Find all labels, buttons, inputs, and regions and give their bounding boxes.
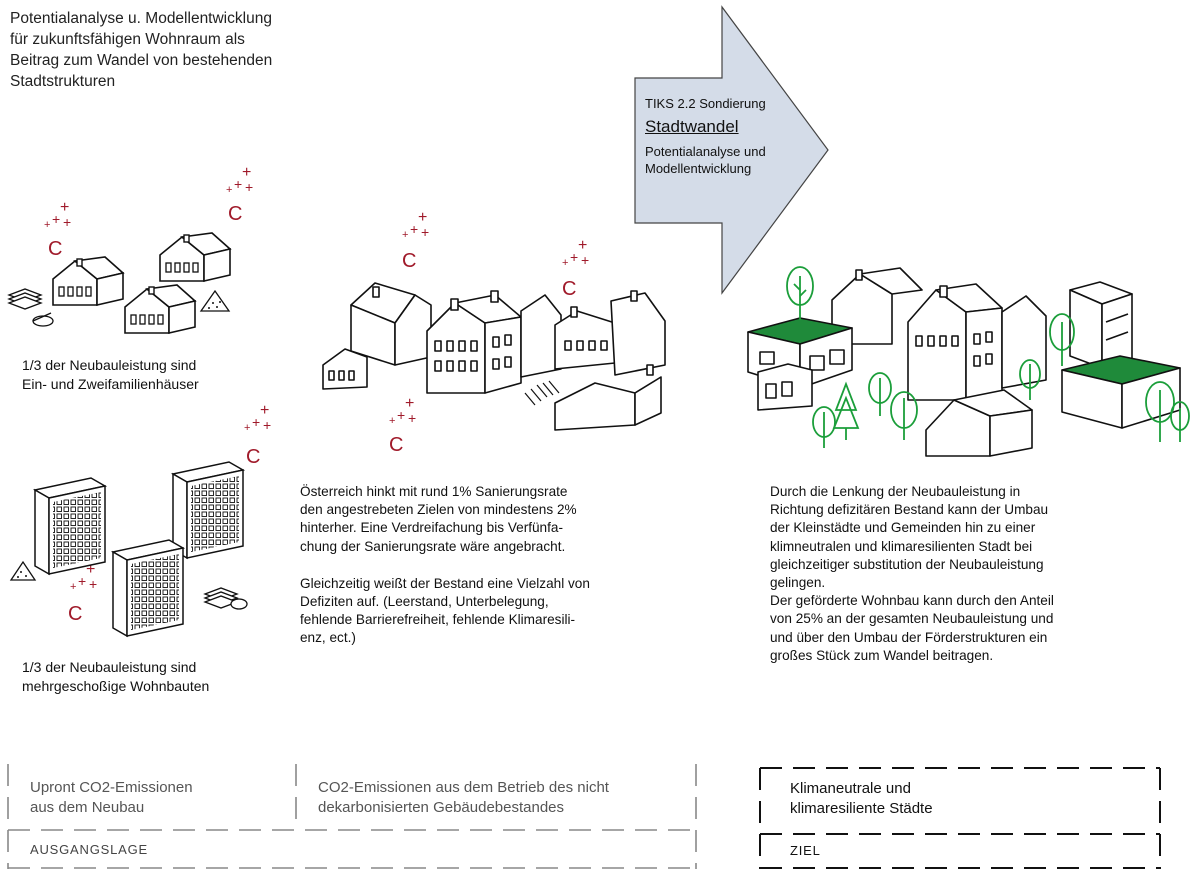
box-line: klimaresiliente Städte — [790, 800, 933, 817]
box-line: CO2-Emissionen aus dem Betrieb des nicht — [318, 779, 609, 796]
goal-town-illustration — [747, 266, 1190, 457]
svg-text:+: + — [402, 229, 408, 241]
svg-text:+: + — [410, 221, 418, 237]
carbon-symbol: C — [402, 250, 416, 272]
carbon-mark: ++ ++ C — [44, 199, 71, 260]
text-line: Österreich hinkt mit rund 1% Sanierungsr… — [300, 484, 568, 499]
svg-text:+: + — [418, 209, 427, 226]
box-climate-neutral-cities: Klimaneutrale und klimaresiliente Städte — [790, 779, 1140, 819]
carbon-symbol: C — [228, 203, 242, 225]
label-ziel: ZIEL — [790, 843, 821, 858]
svg-text:+: + — [60, 199, 69, 216]
carbon-mark: ++ ++ C — [562, 237, 589, 300]
text-line: hinterher. Eine Verdreifachung bis Verfü… — [300, 520, 563, 536]
arrow-subline: Modellentwicklung — [645, 161, 752, 176]
svg-text:+: + — [405, 395, 414, 412]
box-operational-emissions: CO2-Emissionen aus dem Betrieb des nicht… — [318, 778, 688, 818]
blocks-caption: 1/3 der Neubauleistung sind mehrgeschoßi… — [22, 658, 282, 696]
svg-text:+: + — [408, 410, 416, 426]
right-text: Durch die Lenkung der Neubauleistung in … — [770, 483, 1170, 665]
carbon-mark: ++ ++ C — [402, 209, 429, 272]
box-line: Klimaneutrale und — [790, 780, 911, 797]
arrow-title: Stadtwandel — [645, 117, 739, 136]
caption-line: Ein- und Zweifamilienhäuser — [22, 376, 199, 392]
arrow-subline: Potentialanalyse und — [645, 144, 766, 159]
svg-text:+: + — [421, 224, 429, 240]
title-line: Stadtstrukturen — [10, 73, 116, 90]
svg-text:+: + — [260, 402, 269, 419]
svg-text:+: + — [89, 576, 97, 592]
label-ausgangslage: AUSGANGSLAGE — [30, 842, 148, 857]
svg-text:+: + — [397, 407, 405, 423]
text-line: den angestrebeten Zielen von mindestens … — [300, 502, 577, 518]
svg-text:+: + — [44, 219, 50, 231]
svg-text:+: + — [562, 257, 568, 269]
text-line: von 25% an der gesamten Neubauleistung u… — [770, 611, 1054, 627]
svg-text:+: + — [578, 237, 587, 254]
svg-text:+: + — [245, 179, 253, 195]
svg-text:+: + — [226, 184, 232, 196]
title-line: Potentialanalyse u. Modellentwicklung — [10, 10, 272, 27]
text-line: fehlende Barrierefreiheit, fehlende Klim… — [300, 612, 576, 628]
stadtwandel-arrow — [634, 5, 829, 295]
svg-text:+: + — [52, 211, 60, 227]
page-title: Potentialanalyse u. Modellentwicklung fü… — [10, 8, 390, 92]
caption-line: 1/3 der Neubauleistung sind — [22, 357, 197, 373]
text-line: Gleichzeitig weißt der Bestand eine Viel… — [300, 575, 590, 591]
apartment-blocks-illustration — [9, 461, 248, 637]
bottom-boxes — [7, 764, 1161, 869]
carbon-mark: ++ ++ C — [226, 164, 253, 225]
title-line: Beitrag zum Wandel von bestehenden — [10, 52, 273, 69]
svg-text:+: + — [70, 581, 76, 593]
paragraph-gap — [300, 556, 680, 575]
svg-text:+: + — [244, 422, 250, 434]
title-line: für zukunftsfähigen Wohnraum als — [10, 31, 245, 48]
text-line: Der geförderte Wohnbau kann durch den An… — [770, 593, 1054, 609]
svg-text:+: + — [570, 249, 578, 265]
middle-text: Österreich hinkt mit rund 1% Sanierungsr… — [300, 483, 680, 648]
text-line: chung der Sanierungsrate wäre angebracht… — [300, 538, 566, 554]
carbon-symbol: C — [562, 278, 576, 300]
text-line: großes Stück zum Wandel beitragen. — [770, 647, 994, 663]
svg-text:+: + — [263, 417, 271, 433]
svg-text:+: + — [252, 414, 260, 430]
single-family-houses-illustration — [7, 232, 231, 334]
text-line: Durch die Lenkung der Neubauleistung in — [770, 484, 1021, 499]
svg-text:+: + — [86, 561, 95, 578]
text-line: klimneutralen und klimaresilienten Stadt… — [770, 538, 1033, 554]
svg-text:+: + — [389, 415, 395, 427]
text-line: der Kleinstädte und Gemeinden hin zu ein… — [770, 520, 1036, 536]
svg-text:+: + — [63, 214, 71, 230]
svg-text:+: + — [78, 573, 86, 589]
carbon-symbol: C — [246, 446, 260, 468]
houses-caption: 1/3 der Neubauleistung sind Ein- und Zwe… — [22, 356, 262, 394]
caption-line: 1/3 der Neubauleistung sind — [22, 659, 197, 675]
text-line: gleichzeitiger substitution der Neubaule… — [770, 556, 1044, 572]
carbon-symbol: C — [389, 434, 403, 456]
arrow-line1: TIKS 2.2 Sondierung — [645, 96, 766, 111]
arrow-label: TIKS 2.2 Sondierung Stadtwandel Potentia… — [645, 95, 805, 177]
existing-town-illustration — [322, 282, 666, 431]
svg-text:+: + — [581, 252, 589, 268]
carbon-mark: ++ ++ C — [68, 561, 97, 625]
text-line: gelingen. — [770, 575, 826, 591]
svg-text:+: + — [234, 176, 242, 192]
text-line: und über den Umbau der Förderstrukturen … — [770, 629, 1048, 645]
box-line: dekarbonisierten Gebäudebestandes — [318, 799, 565, 816]
carbon-symbol: C — [68, 603, 82, 625]
box-upfront-emissions: Upront CO2-Emissionen aus dem Neubau — [30, 778, 290, 818]
carbon-symbol: C — [48, 238, 62, 260]
box-line: Upront CO2-Emissionen — [30, 779, 193, 796]
text-line: Defiziten auf. (Leerstand, Unterbelegung… — [300, 594, 549, 610]
box-line: aus dem Neubau — [30, 799, 145, 816]
carbon-mark: ++ ++ C — [389, 395, 416, 456]
carbon-mark: ++ ++ C — [244, 402, 271, 468]
text-line: enz, ect.) — [300, 630, 356, 646]
caption-line: mehrgeschoßige Wohnbauten — [22, 678, 210, 694]
text-line: Richtung defizitären Bestand kann der Um… — [770, 502, 1049, 518]
svg-text:+: + — [242, 164, 251, 181]
